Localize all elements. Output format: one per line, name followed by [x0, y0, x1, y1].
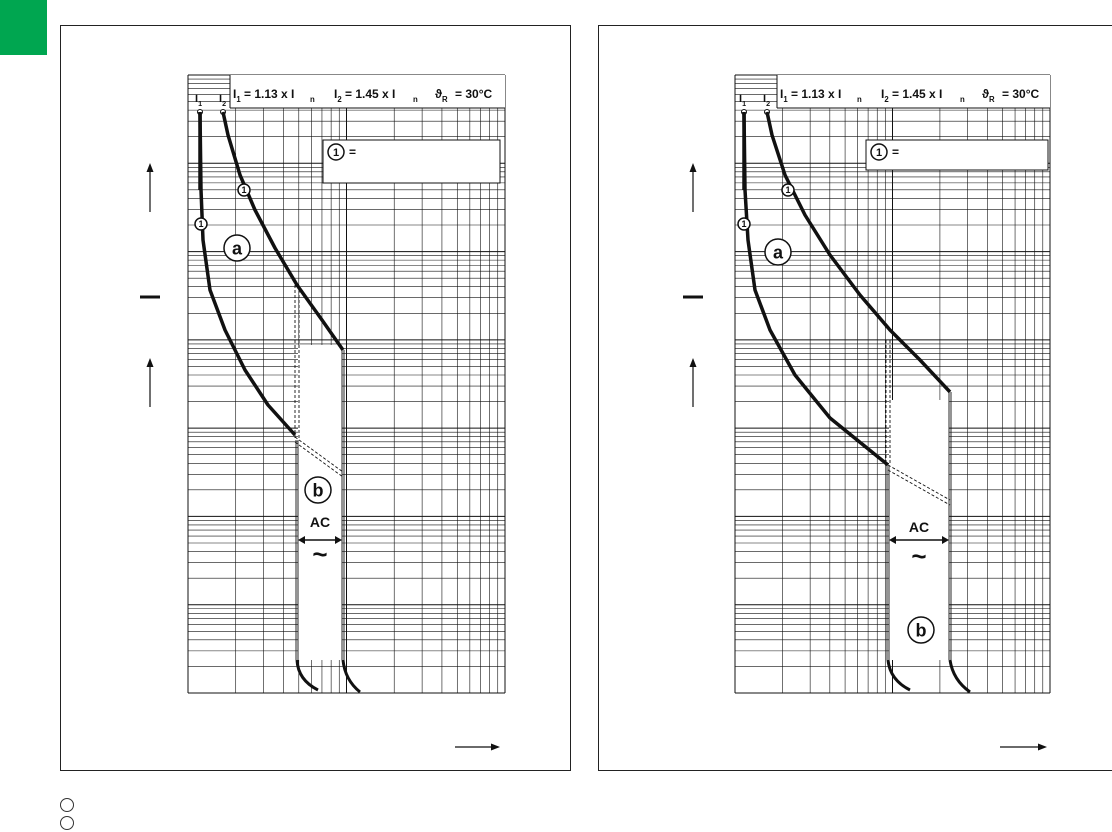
- region-label-b-text: b: [313, 480, 324, 500]
- ac-symbol: ~: [312, 539, 327, 569]
- band-curl-right: [948, 659, 971, 694]
- ac-label: AC: [909, 519, 929, 535]
- ac-symbol: ~: [911, 541, 926, 571]
- region-label-b: b: [304, 476, 332, 504]
- legend-eq: =: [349, 145, 356, 159]
- info-i1: I1: [233, 87, 241, 104]
- marker-1-lower: 1: [194, 217, 208, 231]
- dash-diag-b: [887, 469, 951, 506]
- region-label-a-text: a: [232, 238, 243, 258]
- info-i2-eq: = 1.45 x I: [345, 87, 395, 101]
- region-label-a: a: [223, 234, 251, 262]
- x-arrow-head: [1038, 743, 1047, 751]
- marker-1-lower-text: 1: [198, 219, 203, 229]
- curve-i2: [221, 111, 345, 352]
- band-curl-left: [295, 659, 319, 692]
- band-curl-right: [341, 659, 361, 694]
- info-i2: I2: [334, 87, 342, 104]
- footnote-marker-1: [60, 798, 74, 812]
- region-label-b: b: [907, 616, 935, 644]
- marker-1-lower: 1: [737, 217, 751, 231]
- info-i1-eq: = 1.13 x I: [791, 87, 841, 101]
- info-i1-sub: n: [310, 95, 315, 104]
- info-box: [230, 75, 505, 108]
- legend-box: [322, 139, 501, 184]
- info-theta-eq: = 30°C: [455, 87, 492, 101]
- info-i1: I1: [780, 87, 788, 104]
- y-arrow-head-1: [689, 358, 697, 367]
- curve-i1: [198, 111, 297, 437]
- marker-1-lower-text: 1: [741, 219, 746, 229]
- curve-i2: [765, 111, 952, 394]
- curve-i1: [742, 111, 890, 467]
- info-theta-eq: = 30°C: [1002, 87, 1039, 101]
- brand-tab: [0, 0, 47, 55]
- info-theta: ϑR: [435, 87, 448, 104]
- ac-label: AC: [310, 514, 330, 530]
- region-label-b-text: b: [916, 620, 927, 640]
- legend-marker: 1: [327, 143, 345, 161]
- marker-1-upper: 1: [781, 183, 795, 197]
- info-i2-eq: = 1.45 x I: [892, 87, 942, 101]
- ac-arrow-head-right: [335, 536, 342, 544]
- legend-marker-text: 1: [876, 147, 882, 159]
- info-i2-sub: n: [960, 95, 965, 104]
- x-arrow-head: [491, 743, 500, 751]
- info-i2: I2: [881, 87, 889, 104]
- info-box: [777, 75, 1050, 108]
- marker-1-upper-text: 1: [241, 185, 246, 195]
- ac-arrow-head-right: [942, 536, 949, 544]
- curve-label-i1: I1: [195, 93, 202, 108]
- curve-label-i1: I1: [739, 93, 746, 108]
- chart-left: I1 = 1.13 x I n I2 = 1.45 x I n ϑR = 30°C 1 = I…: [140, 74, 506, 751]
- y-arrow-head-1: [146, 358, 154, 367]
- legend-marker-text: 1: [333, 147, 339, 159]
- footnote-marker-2: [60, 816, 74, 830]
- region-label-a: a: [764, 238, 792, 266]
- info-i1-eq: = 1.13 x I: [244, 87, 294, 101]
- ac-arrow-head-left: [298, 536, 305, 544]
- legend-eq: =: [892, 145, 899, 159]
- curve-label-i2: I2: [219, 93, 226, 108]
- curve-label-i2: I2: [763, 93, 770, 108]
- chart-right: I1 = 1.13 x I n I2 = 1.45 x I n ϑR = 30°C 1 = I…: [683, 74, 1051, 751]
- legend-box: [865, 139, 1049, 171]
- info-theta: ϑR: [982, 87, 995, 104]
- dash-diag-a: [887, 464, 951, 501]
- marker-1-upper: 1: [237, 183, 251, 197]
- y-arrow-head-0: [146, 163, 154, 172]
- info-i1-sub: n: [857, 95, 862, 104]
- y-arrow-head-0: [689, 163, 697, 172]
- legend-marker: 1: [870, 143, 888, 161]
- ac-arrow-head-left: [889, 536, 896, 544]
- marker-1-upper-text: 1: [785, 185, 790, 195]
- band-curl-left: [886, 659, 911, 692]
- info-i2-sub: n: [413, 95, 418, 104]
- region-label-a-text: a: [773, 242, 784, 262]
